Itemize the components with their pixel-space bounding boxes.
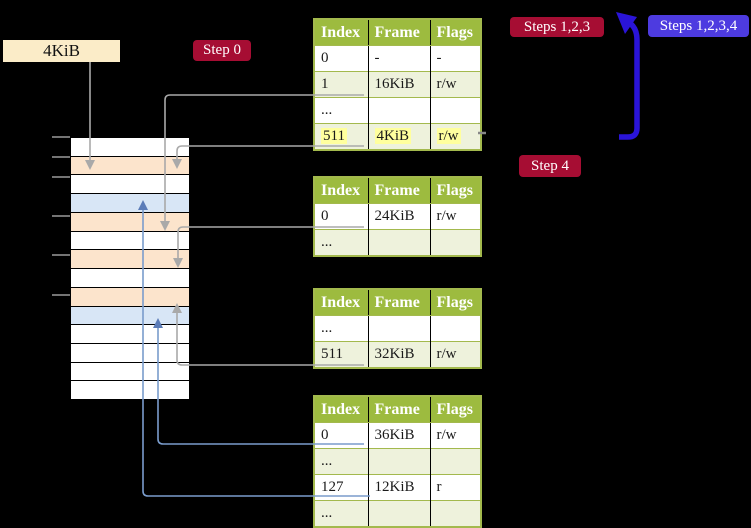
table-cell: 511 (314, 123, 369, 150)
column-header: Index (314, 289, 369, 316)
memory-frame-row (70, 268, 190, 288)
memory-frame-row (70, 156, 190, 175)
table-cell: 12KiB (368, 474, 431, 501)
badge-steps-1-2-3-4: Steps 1,2,3,4 (648, 15, 749, 37)
table-cell: 0 (314, 45, 369, 72)
table-cell: r/w (430, 71, 481, 98)
table-cell: ... (314, 500, 369, 527)
memory-frame-row (70, 362, 190, 381)
memory-address-ticks (52, 136, 70, 296)
column-header: Flags (430, 177, 481, 204)
column-header: Frame (368, 289, 431, 316)
memory-frame-row (70, 249, 190, 269)
table-row: ... (314, 448, 481, 475)
memory-frame-row (70, 324, 190, 344)
table-cell (430, 500, 481, 527)
highlighted-value: 4KiB (374, 128, 412, 144)
table-cell: r/w (430, 203, 481, 230)
memory-frame-row (70, 287, 190, 307)
memory-frame-row (70, 343, 190, 363)
memory-frame-row (70, 212, 190, 232)
memory-frame-row (70, 306, 190, 325)
badge-step-4: Step 4 (519, 155, 581, 177)
table-cell (368, 315, 431, 342)
table-row: ... (314, 229, 481, 256)
memory-frame-row (70, 193, 190, 213)
table-row: ... (314, 97, 481, 124)
column-header: Flags (430, 396, 481, 423)
table-cell: ... (314, 315, 369, 342)
table-row: 0-- (314, 45, 481, 72)
table-cell (368, 448, 431, 475)
table-cell (368, 97, 431, 124)
table-cell: 16KiB (368, 71, 431, 98)
column-header: Frame (368, 177, 431, 204)
table-cell: - (430, 45, 481, 72)
badge-step-0: Step 0 (193, 40, 251, 61)
column-header: Flags (430, 19, 481, 46)
table-row: ... (314, 500, 481, 527)
highlighted-value: 511 (321, 128, 347, 144)
column-header: Flags (430, 289, 481, 316)
table-cell: ... (314, 229, 369, 256)
table-row: 511 4KiB r/w (314, 123, 481, 150)
column-header: Frame (368, 396, 431, 423)
table-cell: 0 (314, 422, 369, 449)
table-cell: 127 (314, 474, 369, 501)
memory-frame-row (70, 380, 190, 400)
table-cell: 24KiB (368, 203, 431, 230)
table-cell: 0 (314, 203, 369, 230)
table-cell: 32KiB (368, 341, 431, 368)
column-header: Index (314, 177, 369, 204)
table-cell: 4KiB (368, 123, 431, 150)
badge-steps-1-2-3: Steps 1,2,3 (510, 17, 604, 37)
table-cell (430, 315, 481, 342)
recursive-loop-arrow (616, 12, 640, 140)
table-cell (430, 229, 481, 256)
table-cell (368, 500, 431, 527)
highlighted-value: r/w (436, 128, 461, 144)
table-cell: ... (314, 448, 369, 475)
table-cell: 36KiB (368, 422, 431, 449)
column-header: Frame (368, 19, 431, 46)
table-cell (430, 97, 481, 124)
table-row: ... (314, 315, 481, 342)
table-cell: - (368, 45, 431, 72)
table-cell: 1 (314, 71, 369, 98)
table-cell (430, 448, 481, 475)
memory-frame-row (70, 137, 190, 157)
table-cell (368, 229, 431, 256)
table-cell: r/w (430, 341, 481, 368)
table-cell: 511 (314, 341, 369, 368)
cr3-frame-box: 4KiB (3, 40, 120, 62)
column-header: Index (314, 396, 369, 423)
table-cell: ... (314, 97, 369, 124)
physical-memory-strip (70, 137, 190, 400)
table-cell: r/w (430, 422, 481, 449)
table-cell: r (430, 474, 481, 501)
memory-frame-row (70, 174, 190, 194)
table-cell: r/w (430, 123, 481, 150)
column-header: Index (314, 19, 369, 46)
memory-frame-row (70, 231, 190, 250)
